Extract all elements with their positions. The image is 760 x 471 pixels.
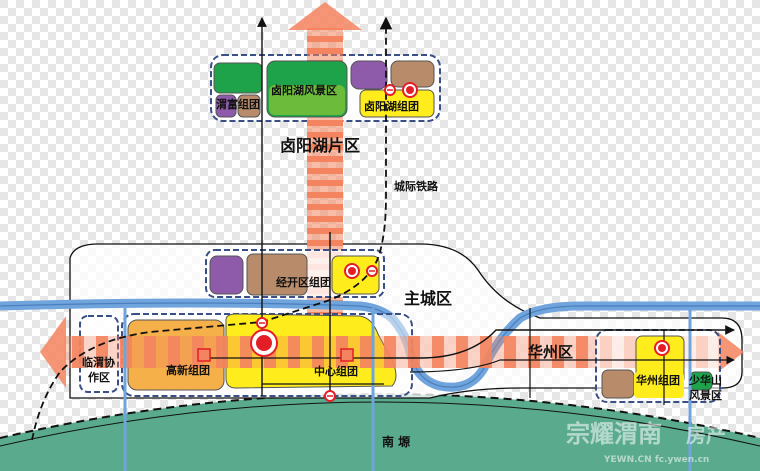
weifu-purple-block [215, 94, 237, 118]
road-east-to-huazhou-low [409, 355, 735, 373]
luyang-lake-area-label: 卤阳湖片区 [280, 136, 360, 155]
econ-cluster-label: 经开区组团 [276, 275, 331, 289]
huazhou-area-label: 华州区 [528, 343, 573, 361]
high-tech-marker [197, 348, 211, 362]
center-main-station [250, 329, 278, 357]
nanyuan-label: 南 塬 [382, 434, 410, 449]
center-cluster-label: 中心组团 [314, 364, 358, 378]
watermark-suffix: 房产 [686, 423, 726, 447]
scenic-area-inner-yellow [269, 85, 345, 115]
station-luyang-lake-small [384, 84, 396, 96]
station-econ-cluster [344, 263, 360, 279]
station-luyang-lake [402, 82, 418, 98]
linwei-label-line1: 临渭协 [82, 355, 115, 369]
scenic-area-block [266, 60, 348, 118]
main-city-area-label: 主城区 [404, 289, 452, 308]
horizontal-axis-right-arrowhead [718, 332, 744, 372]
shaohuashan-label-line2: 风景区 [689, 388, 722, 402]
huazhou-cluster-label: 华州组团 [636, 373, 680, 387]
station-econ-small [366, 265, 378, 277]
huazhou-tan-block [601, 369, 635, 399]
econ-purple-block [209, 255, 244, 295]
linwei-label-line2: 作区 [88, 370, 110, 384]
watermark-brand: 宗耀渭南 [566, 420, 662, 448]
luyang-lake-cluster-label: 卤阳湖组团 [364, 99, 419, 113]
vertical-axis-arrowhead [288, 2, 362, 30]
center-marker [340, 348, 354, 362]
intercity-railway-label: 城际铁路 [394, 179, 439, 193]
watermark-url: YEWN.CN fc.ywen.cn [603, 455, 709, 465]
station-huazhou [654, 340, 670, 356]
huazhou-yellow-low-block [634, 372, 684, 398]
high-tech-cluster-label: 高新组团 [166, 363, 210, 377]
shaohuashan-label-line1: 少华山 [688, 373, 722, 387]
luyang-lake-scenic-label: 卤阳湖风景区 [271, 83, 337, 97]
station-south [324, 390, 336, 402]
station-railway-south [256, 317, 268, 329]
weifu-cluster-label: 渭富组团 [216, 97, 260, 111]
weifu-tan-block [237, 94, 261, 118]
highland-edge-line [0, 401, 760, 447]
intercity-railway-line [31, 16, 393, 441]
lake-yellow-block [359, 89, 435, 118]
road-east-to-huazhou [384, 325, 735, 359]
lake-purple-block [350, 60, 388, 90]
horizontal-axis-left-arrowhead [40, 316, 66, 388]
weifu-green-block [213, 62, 263, 94]
